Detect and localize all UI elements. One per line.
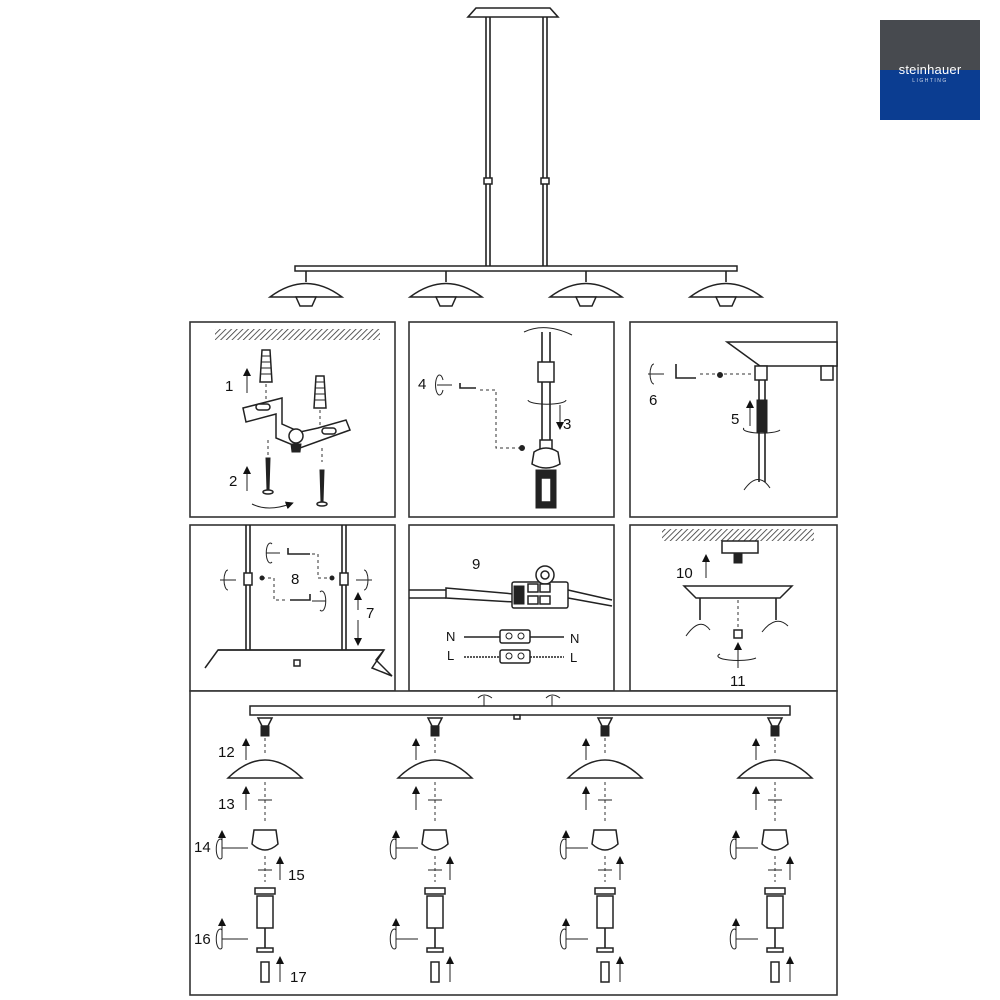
step-label-17: 17 [290,969,307,986]
step-label-12: 12 [218,744,235,761]
wiring-n-left: N [446,629,455,644]
lamp-column-4 [729,717,814,983]
wiring-l-left: L [447,648,454,663]
panel-6-drawing: 10 11 [662,529,814,690]
step-label-6: 6 [649,392,657,409]
panel-step-9 [408,524,615,692]
fixture-overview [267,7,765,307]
steinhauer-logo: steinhauer LIGHTING [880,20,980,120]
logo-bottom-band [880,70,980,120]
step-label-10: 10 [676,565,693,582]
wiring-n-right: N [570,631,579,646]
step-label-1: 1 [225,378,233,395]
step-label-15: 15 [288,867,305,884]
overview-shade-1 [267,271,345,307]
step-label-11: 11 [730,673,746,690]
panel-7-drawing: 12 13 14 15 16 17 [194,694,814,986]
panel-3-drawing: 6 5 [648,341,838,491]
panel-step-3-4 [408,321,615,518]
lamp-column-1 [215,717,304,983]
wiring-l-right: L [570,650,577,665]
step-label-8: 8 [291,571,299,588]
step-label-5: 5 [731,411,739,428]
panel-5-drawing: 9 N N L L [409,556,613,665]
step-label-9: 9 [472,556,480,573]
panel-2-drawing: 4 3 [418,327,573,509]
step-label-2: 2 [229,473,237,490]
overview-shade-4 [687,271,765,307]
step-label-3: 3 [563,416,571,433]
step-label-4: 4 [418,376,426,393]
panel-1-drawing: 1 2 [215,329,380,510]
panel-step-1-2 [189,321,396,518]
logo-top-band [880,20,980,70]
logo-brand-name: steinhauer [898,62,962,77]
logo-tagline: LIGHTING [912,78,948,84]
lamp-column-3 [559,717,644,983]
step-label-7: 7 [366,605,374,622]
panel-4-drawing: 8 7 [204,525,393,677]
lamp-column-2 [389,717,474,983]
step-label-13: 13 [218,796,235,813]
panel-step-12-17 [189,690,838,996]
step-label-14: 14 [194,839,211,856]
overview-shade-3 [547,271,625,307]
overview-shade-2 [407,271,485,307]
step-label-16: 16 [194,931,211,948]
